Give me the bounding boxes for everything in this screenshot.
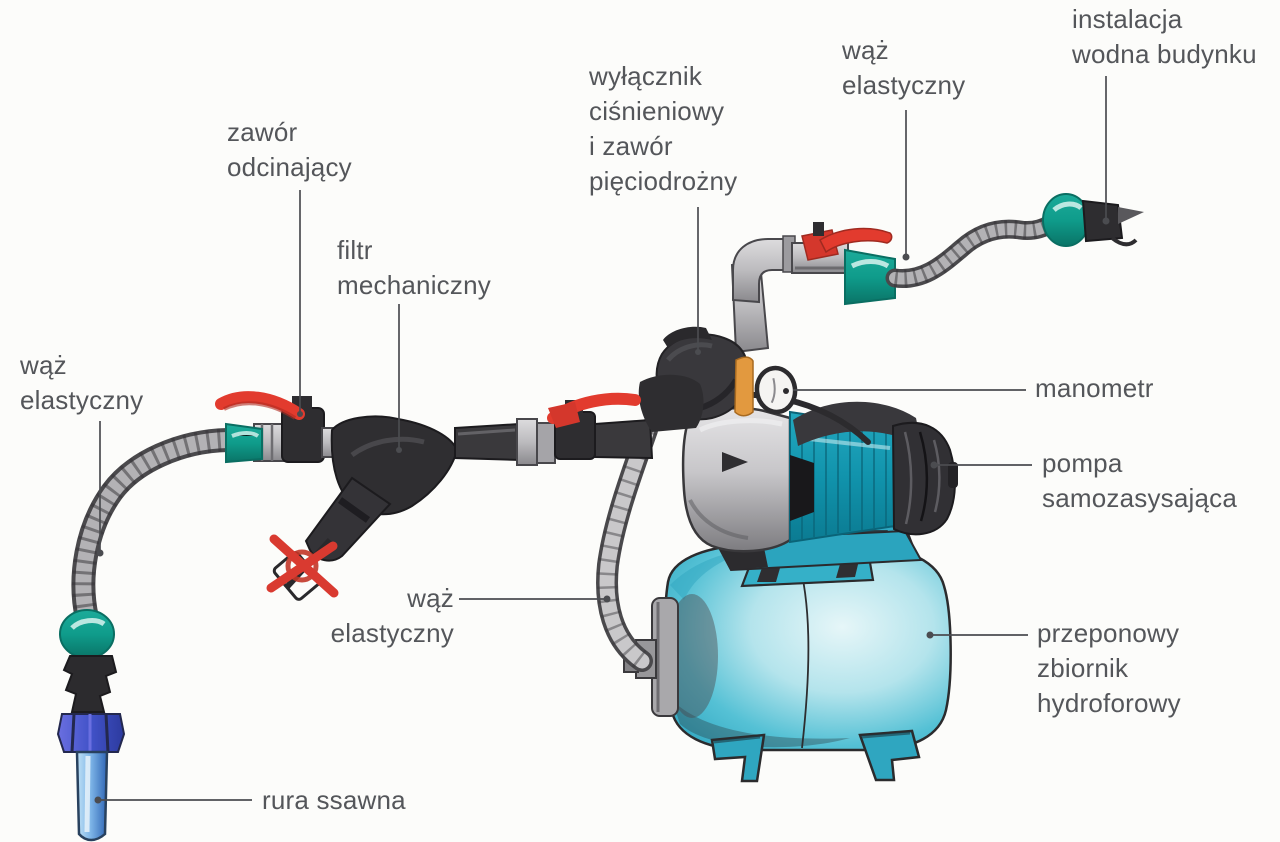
valve-handles [215, 222, 893, 428]
pipe-run [253, 374, 704, 601]
leader-lines [94, 76, 1110, 804]
label-rura-ssawna: rura ssawna [262, 785, 406, 815]
label-manometr: manometr [1035, 373, 1154, 403]
label-waz-elastyczny-top: wąż elastyczny [842, 35, 966, 100]
label-wylacznik-cisnieniowy: wyłącznik ciśnieniowy i zawór pięciodroż… [589, 61, 738, 196]
label-pompa-samozasysajaca: pompa samozasysająca [1042, 448, 1237, 513]
pump-illustration [681, 391, 958, 572]
label-przeponowy-zbiornik: przeponowy zbiornik hydroforowy [1037, 618, 1181, 718]
label-waz-elastyczny-left: wąż elastyczny [20, 350, 144, 415]
label-instalacja-wodna: instalacja wodna budynku [1072, 4, 1257, 69]
label-waz-elastyczny-center: wąż elastyczny [330, 583, 454, 648]
outlet-hose [844, 193, 1144, 306]
label-filtr-mechaniczny: filtr mechaniczny [337, 235, 491, 300]
suction-line [56, 422, 263, 842]
discharge-pipe [730, 235, 849, 354]
label-zawor-odcinajacy: zawór odcinający [227, 117, 352, 182]
center-flexible-hose [596, 419, 658, 672]
